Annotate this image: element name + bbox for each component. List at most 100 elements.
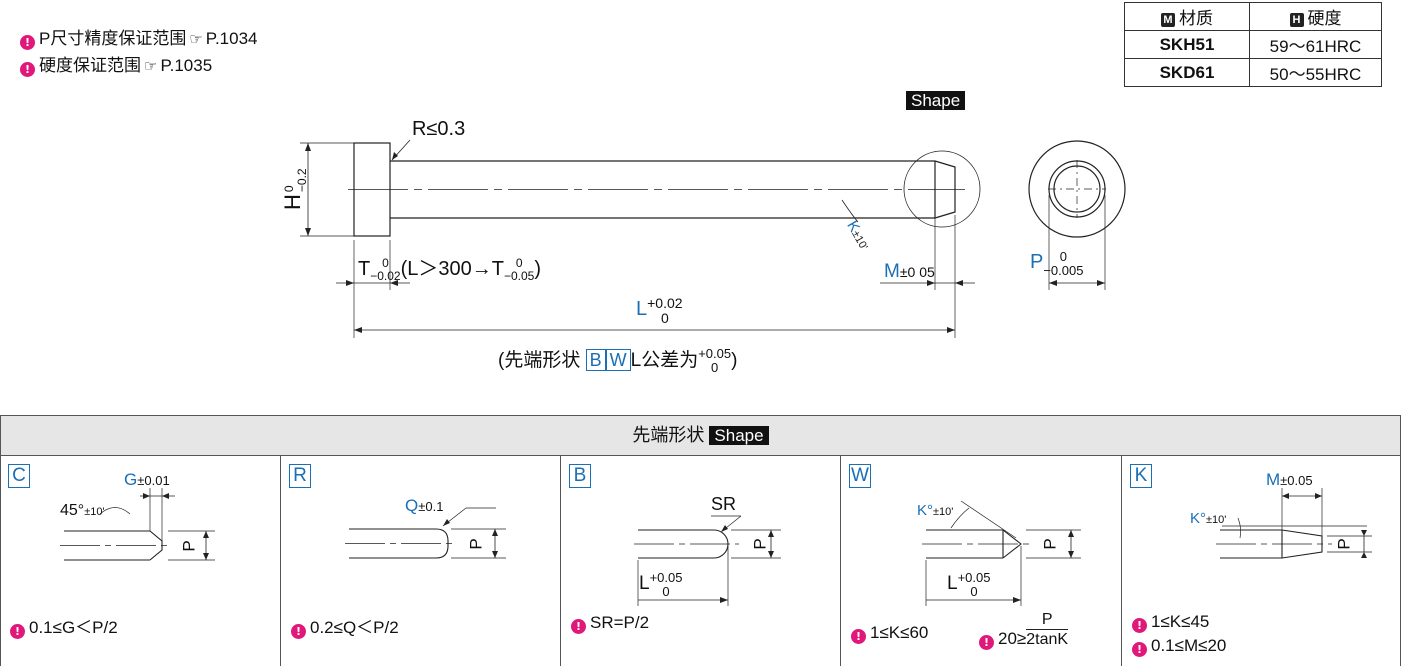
- t-tol-lower: −0.02: [370, 268, 401, 283]
- panel-note: ! 0.2≤Q＜P/2: [291, 613, 399, 639]
- p-label: P: [750, 538, 770, 550]
- note-text: 0.2≤Q＜P/2: [310, 618, 399, 637]
- t-cond-tol-lower: −0.05: [503, 268, 535, 283]
- g-label: G: [124, 470, 138, 489]
- tip-w-drawing: [922, 500, 1081, 606]
- m-tol: ±0.05: [1280, 473, 1313, 488]
- pointing-hand-icon: ☞: [189, 30, 203, 48]
- h-tol-lower: −0.2: [294, 168, 309, 193]
- material-cell: SKD61: [1124, 58, 1250, 87]
- t-tol-upper: 0: [382, 255, 389, 270]
- panel-note-m-range: !0.1≤M≤20: [1132, 636, 1226, 657]
- l-tol-upper: +0.05: [957, 570, 991, 585]
- exclamation-icon: !: [1132, 618, 1147, 633]
- t-cond-tol-upper: 0: [515, 255, 523, 270]
- tip-code-w: W: [605, 349, 631, 371]
- l-tol-lower: 0: [660, 310, 669, 326]
- tip-b-drawing: [634, 515, 781, 606]
- note-ref-link[interactable]: P.1035: [160, 56, 213, 75]
- tip-note-text: L公差为: [630, 350, 699, 371]
- k-angle-dimension: K°±10': [1190, 510, 1226, 528]
- note-ref-link[interactable]: P.1034: [205, 29, 258, 48]
- exclamation-icon: !: [10, 624, 25, 639]
- angle-dimension: 45°±10': [60, 502, 105, 520]
- panel-note-k-range: !1≤K≤60: [851, 623, 928, 644]
- hardness-cell: 59～61HRC: [1249, 30, 1382, 59]
- header-label: 硬度: [1307, 9, 1342, 28]
- m-tol: ±0 05: [899, 264, 935, 280]
- note-text: P尺寸精度保证范围: [39, 29, 187, 48]
- panel-code: B: [569, 464, 591, 488]
- p-label: P: [1030, 251, 1044, 274]
- k-tol: ±10': [933, 506, 954, 518]
- header-label: 材质: [1179, 9, 1213, 28]
- tip-note-open: (先端形状: [498, 350, 581, 371]
- l-label: L: [947, 573, 958, 595]
- g-dimension: G±0.01: [124, 470, 170, 490]
- p-label: P: [1040, 538, 1060, 550]
- q-label: Q: [405, 496, 419, 515]
- k-dimension: K°±10': [917, 502, 953, 520]
- panel-c: C G±0.01 45°±10' P !0.1≤G＜P/2: [0, 456, 281, 666]
- angle-label: 45°: [60, 502, 85, 519]
- note-text: SR=P/2: [590, 613, 650, 632]
- m-label: M: [884, 261, 900, 282]
- m-dimension: M±0.05: [1266, 470, 1313, 490]
- g-tol: ±0.01: [137, 473, 170, 488]
- panel-note: ! SR=P/2: [571, 613, 649, 634]
- k-tol: ±10': [1206, 514, 1227, 526]
- p-tol-upper: 0: [1059, 249, 1068, 264]
- p-label: P: [1334, 538, 1354, 550]
- panel-k: K M±0.05 K°±10' P ! 1≤K≤45 !0.1≤M≤20: [1122, 456, 1400, 666]
- pointing-hand-icon: ☞: [144, 57, 158, 75]
- exclamation-icon: !: [979, 634, 994, 650]
- shape-tag-text: Shape: [906, 91, 966, 110]
- p-tol-lower: −0.005: [1043, 263, 1084, 278]
- l-tol-lower: 0: [970, 584, 978, 599]
- table-row: SKD61 50～55HRC: [1124, 58, 1382, 87]
- panel-note-k-range: ! 1≤K≤45: [1132, 612, 1209, 633]
- note-text: 0.1≤G＜P/2: [29, 618, 118, 637]
- hardness-cell: 50～55HRC: [1249, 58, 1382, 87]
- tip-r-drawing: [345, 507, 506, 559]
- panel-r: R Q±0.1 P !0.2≤Q＜P/2: [281, 456, 561, 666]
- table-row: SKH51 59～61HRC: [1124, 30, 1382, 59]
- panel-code: C: [8, 464, 30, 488]
- l-tol-upper: +0.02: [647, 295, 683, 311]
- exclamation-icon: !: [571, 619, 586, 634]
- l-tol-upper: +0.05: [649, 570, 683, 585]
- t-label: T: [358, 258, 371, 280]
- panel-code: W: [849, 464, 871, 488]
- note-hardness: !硬度保证范围☞P.1035: [20, 51, 212, 77]
- note-text: 0.1≤M≤20: [1151, 636, 1227, 655]
- shape-tag: Shape: [906, 91, 966, 111]
- m-dimension: M±0 05: [884, 261, 935, 283]
- panel-note: ! 0.1≤G＜P/2: [10, 613, 118, 639]
- tip-note-close: ): [731, 350, 738, 371]
- note-ratio-left: 20≥: [998, 628, 1027, 648]
- exclamation-icon: !: [291, 624, 306, 639]
- material-cell: SKH51: [1124, 30, 1250, 59]
- l-tol-lower: 0: [662, 584, 670, 599]
- q-dimension: Q±0.1: [405, 496, 443, 516]
- tip-tol-upper: +0.05: [698, 345, 732, 361]
- sr-label: SR: [711, 494, 737, 514]
- tip-k-drawing: [1216, 488, 1372, 559]
- note-text: 1≤K≤45: [1151, 612, 1210, 631]
- h-label: H: [280, 194, 305, 210]
- main-drawing: [300, 139, 1126, 338]
- m-label: M: [1266, 470, 1281, 489]
- t-condition: (L＞300→T: [400, 258, 504, 280]
- panel-code: K: [1130, 464, 1152, 488]
- k-label: K°: [917, 502, 934, 519]
- l-label: L: [639, 573, 650, 595]
